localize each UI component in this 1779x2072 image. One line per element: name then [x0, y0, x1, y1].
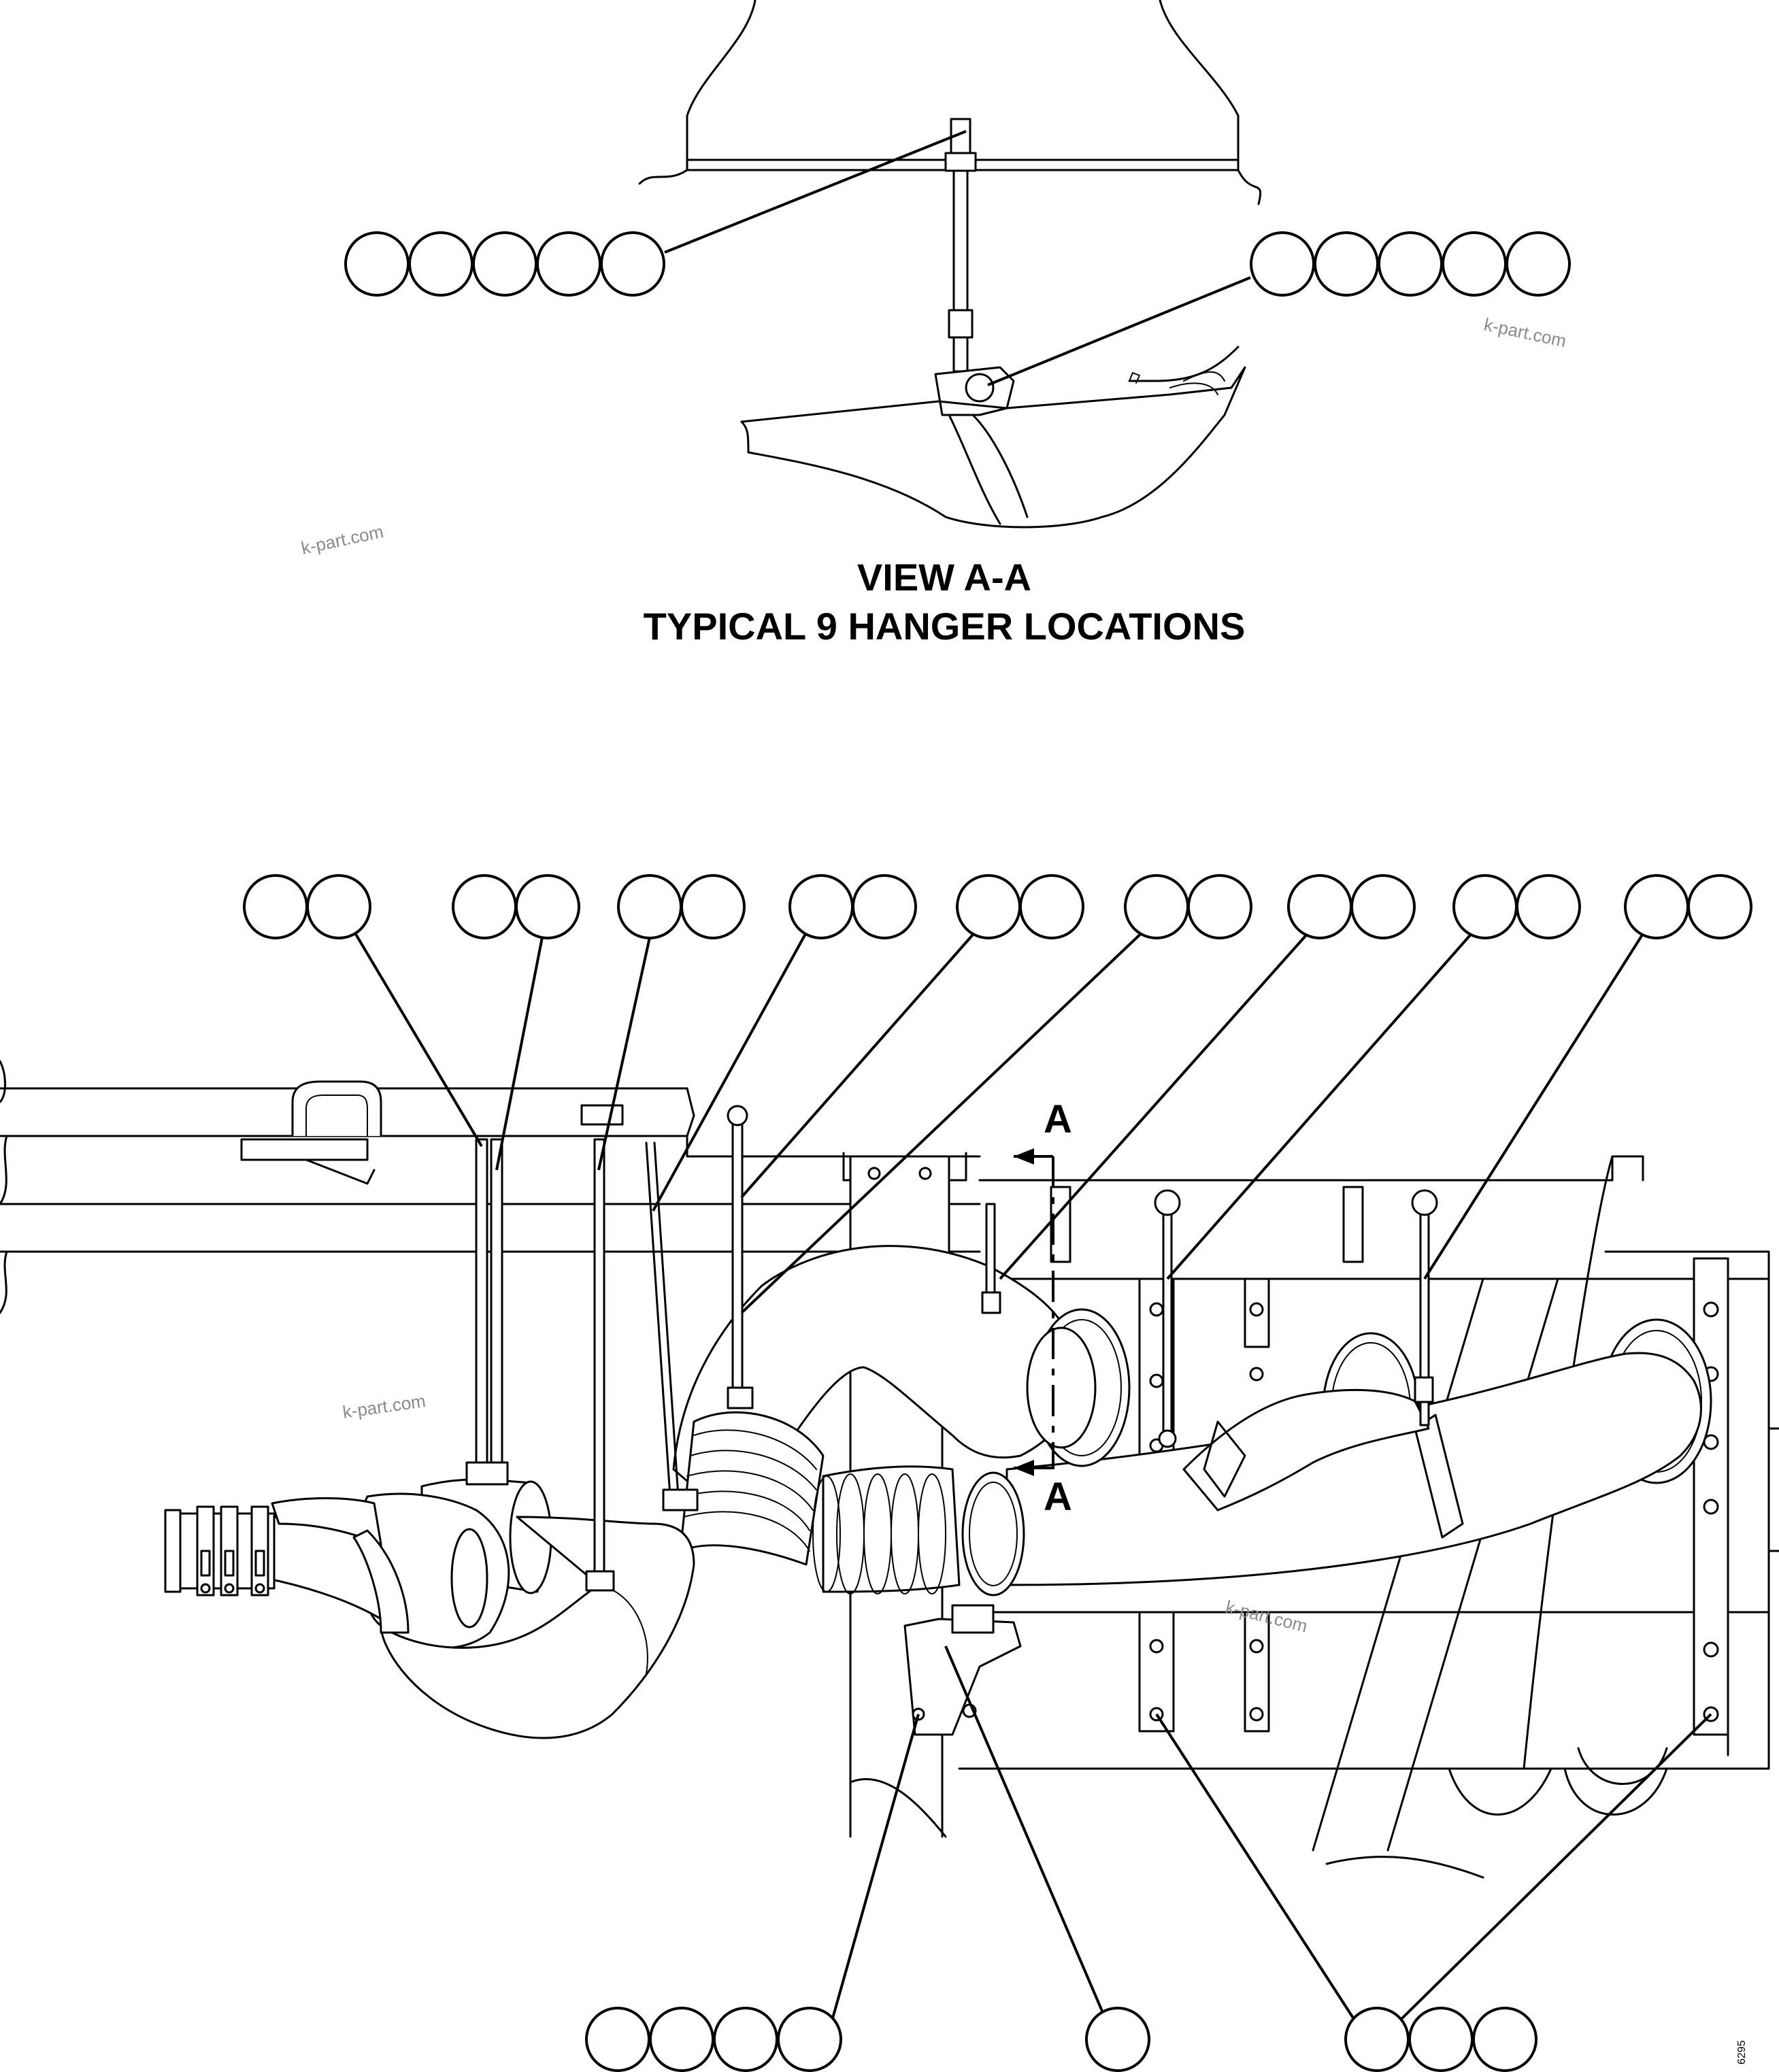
image-code: 6295 [1736, 2040, 1748, 2065]
callout-balloon [472, 231, 537, 297]
callout-balloon [1378, 231, 1443, 297]
flex-joint-lower [812, 1465, 1025, 1597]
callout-balloon [1452, 874, 1518, 939]
callout-balloon [1506, 231, 1571, 297]
callout-balloon [600, 231, 665, 297]
callout-balloon [680, 874, 746, 939]
section-marker-a-a: A A [1014, 1097, 1072, 1519]
callout-balloon [344, 231, 410, 297]
callout-balloon [1287, 874, 1352, 939]
callout-balloon [452, 874, 517, 939]
view-subtitle: TYPICAL 9 HANGER LOCATIONS [644, 605, 1246, 648]
callout-balloon [852, 874, 917, 939]
callout-balloon [777, 2007, 842, 2072]
watermark: k-part.com [1482, 314, 1568, 352]
callout-balloon [1516, 874, 1581, 939]
callout-balloon [1408, 2007, 1474, 2072]
section-label-bottom: A [1044, 1475, 1072, 1519]
callout-balloon [1344, 2007, 1410, 2072]
callout-balloon [1187, 874, 1252, 939]
callout-balloon [1124, 874, 1189, 939]
callout-balloon [536, 231, 601, 297]
callout-balloon [585, 2007, 650, 2072]
callout-row-top [243, 874, 1752, 939]
callout-balloon [408, 231, 473, 297]
callout-balloon [1624, 874, 1689, 939]
callout-group-hanger-rod [344, 231, 665, 297]
callout-balloon [1472, 2007, 1537, 2072]
callout-balloon [617, 874, 682, 939]
callout-balloon [1314, 231, 1379, 297]
callout-balloon [956, 874, 1021, 939]
callout-balloon [1250, 231, 1315, 297]
section-label-top: A [1044, 1097, 1072, 1141]
flex-joint-upper [679, 1411, 825, 1566]
exhaust-assembly-view: A A k-part.com k-part.com k-part.com k-p… [0, 314, 1779, 2072]
callout-row-bottom [585, 2007, 1537, 2072]
callout-balloon [515, 874, 580, 939]
callout-balloon [649, 2007, 714, 2072]
callout-balloon [788, 874, 854, 939]
view-a-a-detail: VIEW A-A TYPICAL 9 HANGER LOCATIONS [344, 0, 1571, 648]
callout-balloon [1442, 231, 1507, 297]
callout-balloon [1019, 874, 1084, 939]
callout-balloon [1350, 874, 1416, 939]
watermark: k-part.com [299, 521, 385, 558]
callout-balloon [243, 874, 308, 939]
callout-balloon [1085, 2007, 1150, 2072]
callout-group-clamp-fastener [1250, 231, 1571, 297]
callout-balloon [713, 2007, 778, 2072]
callout-balloon [1687, 874, 1752, 939]
callout-balloon [306, 874, 371, 939]
view-title: VIEW A-A [857, 556, 1031, 599]
watermark: k-part.com [342, 1390, 427, 1422]
pipe-end-clamps [164, 1505, 276, 1597]
